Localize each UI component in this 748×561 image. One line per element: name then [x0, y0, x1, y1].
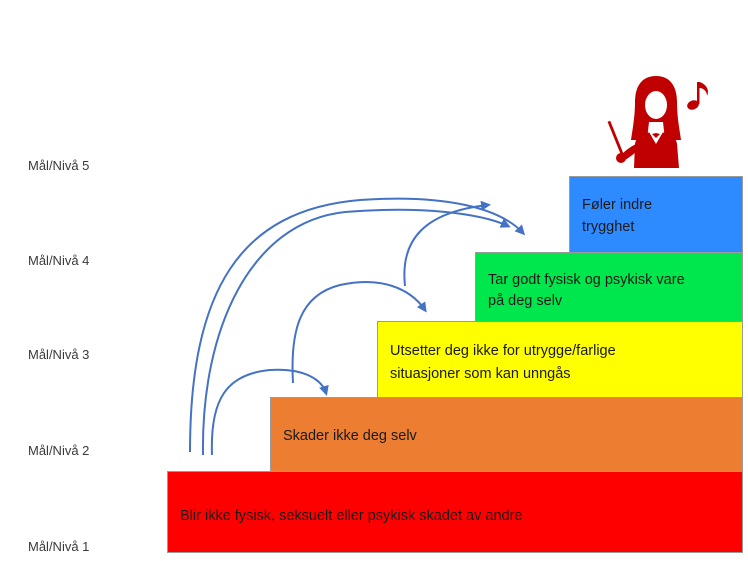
step-level-1-text: Blir ikke fysisk, seksuelt eller psykisk… — [180, 508, 523, 524]
level-label-3: Mål/Nivå 3 — [28, 347, 90, 362]
arrow-level2-to-level3 — [210, 368, 329, 456]
level-label-2: Mål/Nivå 2 — [28, 443, 90, 458]
arrow-level1-to-level4 — [201, 208, 511, 456]
step-level-1: Blir ikke fysisk, seksuelt eller psykisk… — [167, 471, 743, 553]
level-label-1: Mål/Nivå 1 — [28, 539, 90, 554]
step-level-4: Tar godt fysisk og psykisk vare på deg s… — [475, 252, 743, 322]
arrow-level2-to-level4 — [291, 281, 427, 384]
step-level-3: Utsetter deg ikke for utrygge/farlige si… — [377, 321, 743, 398]
arrow-level3-to-level5 — [403, 200, 491, 287]
step-level-3-line2: situasjoner som kan unngås — [390, 366, 571, 382]
step-level-5-line2: trygghet — [582, 219, 635, 235]
conductor-woman-music-note-icon — [607, 76, 709, 168]
step-level-4-line1: Tar godt fysisk og psykisk vare — [488, 272, 685, 288]
level-label-4: Mål/Nivå 4 — [28, 253, 90, 268]
arrow-level1-to-level5 — [189, 197, 526, 453]
step-level-5: Føler indre trygghet — [569, 176, 743, 253]
step-level-3-line1: Utsetter deg ikke for utrygge/farlige — [390, 343, 616, 359]
step-level-2-text: Skader ikke deg selv — [283, 428, 417, 444]
step-level-5-line1: Føler indre — [582, 197, 653, 213]
level-label-5: Mål/Nivå 5 — [28, 158, 90, 173]
step-level-4-line2: på deg selv — [488, 293, 563, 309]
